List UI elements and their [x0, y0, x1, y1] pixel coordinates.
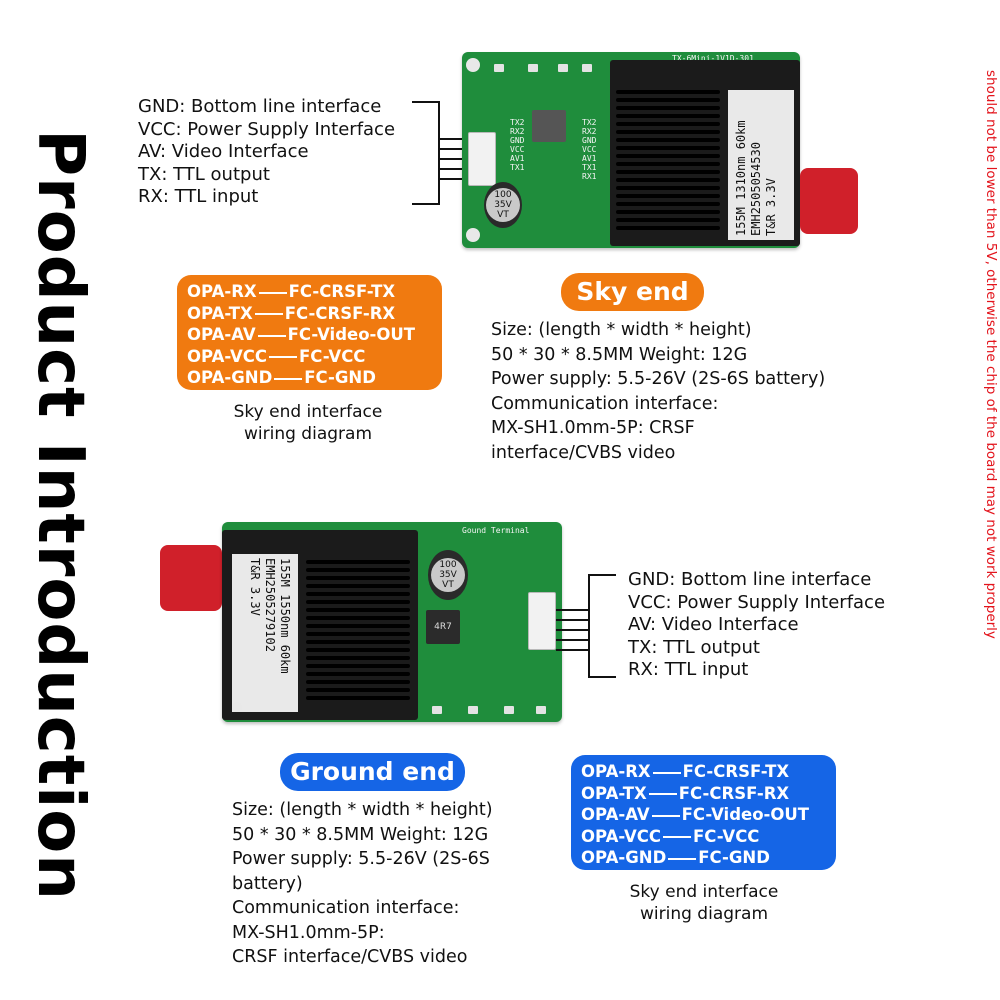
ground-pin-tx: TX: TTL output [628, 636, 760, 658]
ground-optical-module: 155M 1550nm 60km EMH2505279102 T&R 3.3V [222, 530, 418, 720]
spec-line: battery) [232, 873, 303, 894]
sky-specs: Size: (length * width * height) 50 * 30 … [491, 318, 825, 465]
sky-fc-connector [800, 168, 858, 234]
spec-line: Communication interface: [232, 898, 460, 918]
sky-pin-list: GND: Bottom line interface VCC: Power Su… [138, 96, 395, 209]
ground-jst-connector [528, 592, 556, 650]
spec-line: Size: (length * width * height) [491, 320, 752, 340]
sky-pin-tx: TX: TTL output [138, 163, 270, 185]
sky-pin-silk: TX2 RX2 GND VCC AV1 TX1 [510, 118, 525, 172]
ground-pin-vcc: VCC: Power Supply Interface [628, 591, 886, 613]
ground-wiring-caption: Sky end interface wiring diagram [629, 882, 779, 924]
spec-line: 50 * 30 * 8.5MM Weight: 12G [491, 344, 748, 365]
ground-capacitor: 100 35V VT [428, 550, 468, 600]
sky-pin-rx: RX: TTL input [138, 186, 259, 207]
sky-end-label: Sky end [561, 273, 704, 311]
spec-line: MX-SH1.0mm-5P: CRSF [491, 418, 695, 438]
spec-line: Power supply: 5.5-26V (2S-6S battery) [491, 369, 826, 389]
sky-pin-vcc: VCC: Power Supply Interface [138, 118, 396, 140]
spec-line: interface/CVBS video [491, 442, 676, 463]
spec-line: Communication interface: [491, 393, 719, 414]
ground-pin-gnd: GND: Bottom line interface [628, 569, 872, 590]
ground-pin-av: AV: Video Interface [628, 614, 799, 635]
sky-wiring-caption: Sky end interface wiring diagram [233, 402, 383, 444]
spec-line: 50 * 30 * 8.5MM Weight: 12G [232, 824, 489, 845]
ground-specs: Size: (length * width * height) 50 * 30 … [232, 798, 493, 970]
sky-optical-module: 155M 1310nm 60km EMH2505054530 T&R 3.3V [610, 60, 800, 246]
spec-line: MX-SH1.0mm-5P: [232, 922, 385, 943]
ground-end-label: Ground end [280, 753, 465, 791]
ground-pin-rx: RX: TTL input [628, 659, 749, 680]
attention-note: Attention: The power supply voltage shou… [983, 70, 1000, 902]
sky-jst-connector [468, 132, 496, 186]
sky-board-silk: TX-6Mini-1V1D-301 [672, 54, 754, 63]
spec-line: CRSF interface/CVBS video [232, 947, 468, 967]
sky-pin-gnd: GND: Bottom line interface [138, 96, 382, 117]
sky-pin-av: AV: Video Interface [138, 141, 309, 162]
ground-module-label: 155M 1550nm 60km EMH2505279102 T&R 3.3V [232, 554, 298, 712]
spec-line: Power supply: 5.5-26V (2S-6S [232, 849, 490, 869]
page-title: Product Introduction [23, 129, 97, 901]
sky-module-label: 155M 1310nm 60km EMH2505054530 T&R 3.3V [728, 90, 794, 240]
sky-board-image: TX-6Mini-1V1D-301 TX2 RX2 GND VCC AV1 TX… [462, 52, 800, 248]
spec-line: Size: (length * width * height) [232, 800, 493, 820]
ground-board-silk: Gound Terminal [462, 526, 530, 535]
ground-pin-list: GND: Bottom line interface VCC: Power Su… [628, 569, 885, 682]
sky-capacitor: 100 35V VT [484, 182, 522, 228]
ground-fc-connector [160, 545, 222, 611]
ground-inductor: 4R7 [426, 610, 460, 644]
ground-board-image: Gound Terminal 155M 1550nm 60km EMH25052… [222, 522, 562, 722]
